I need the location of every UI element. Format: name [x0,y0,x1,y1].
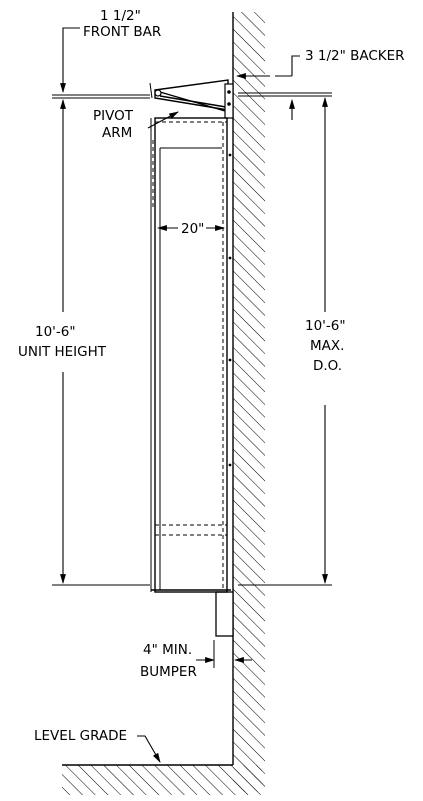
unit-height-dimension [52,94,150,586]
pivot-label: PIVOT [93,108,134,124]
max-do-dimension [238,92,332,586]
building-wall [232,12,265,792]
unit-height-value-label: 10'-6" [35,324,76,340]
pivot-arm-assembly [149,79,234,119]
front-bar-dimension [60,27,80,93]
pivot-arm-leader [147,111,179,129]
ground-hatch [62,764,262,795]
arm-label: ARM [102,125,132,141]
front-bar-label: FRONT BAR [83,24,161,40]
do-label: D.O. [313,358,342,374]
max-do-value-label: 10'-6" [305,318,346,334]
backer-label: 3 1/2" BACKER [305,48,405,64]
bumper-label: BUMPER [140,664,197,680]
level-grade-label: LEVEL GRADE [34,728,127,744]
width-label: 20" [181,221,204,237]
max-label: MAX. [310,338,344,354]
level-grade-leader [137,735,161,763]
unit-height-label: UNIT HEIGHT [18,344,107,360]
bumper-min-label: 4" MIN. [143,642,192,658]
bumper-dimension [196,640,252,668]
front-bar-size-label: 1 1/2" [100,8,141,24]
unit-body [150,117,232,593]
bumper-block [215,591,234,637]
backer-dimension [236,55,300,120]
